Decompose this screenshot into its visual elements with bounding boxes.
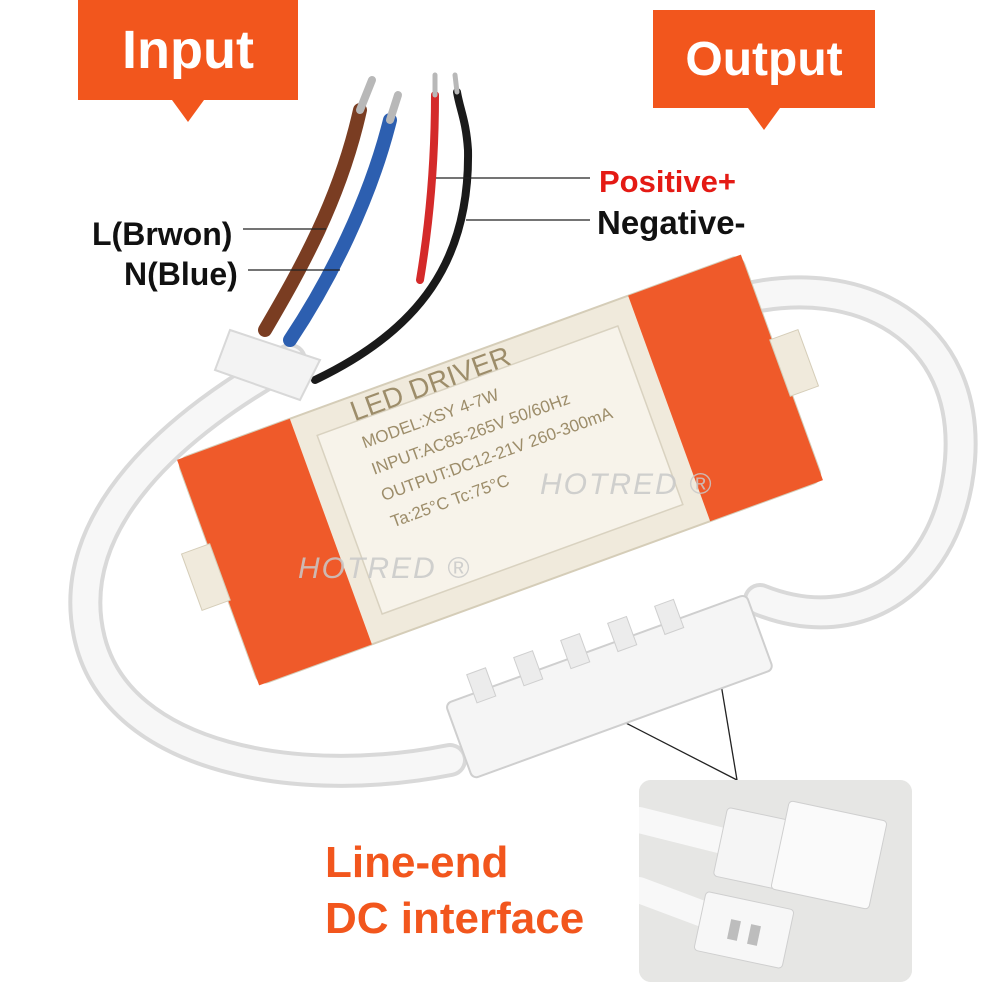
watermark: HOTRED ®: [298, 552, 472, 585]
input-callout-label: Input: [122, 20, 254, 80]
output-callout-label: Output: [685, 32, 843, 86]
connector-closeup-inset: [639, 780, 912, 982]
end-cap-right: [628, 254, 823, 522]
dc-interface-line1: Line-end: [325, 838, 509, 887]
dc-interface-line2: DC interface: [325, 894, 585, 943]
positive-wire-label: Positive+: [599, 164, 736, 199]
input-callout: Input: [78, 0, 298, 122]
dc-connector: [446, 594, 773, 779]
input-wires: [258, 76, 402, 347]
dc-interface-caption: Line-end DC interface: [325, 835, 584, 947]
end-cap-left: [177, 418, 372, 686]
brown-wire-label: L(Brwon): [92, 216, 233, 252]
negative-wire-label: Negative-: [597, 204, 746, 241]
driver-body: [177, 254, 823, 686]
connector-closeup-image: [639, 780, 912, 982]
watermark: HOTRED ®: [540, 468, 714, 501]
blue-wire-label: N(Blue): [124, 256, 238, 292]
leader-lines: [243, 177, 738, 781]
output-callout: Output: [653, 10, 875, 130]
output-wires: [311, 72, 473, 384]
cable-loop: [68, 275, 978, 788]
cable-sheath: [213, 328, 322, 402]
